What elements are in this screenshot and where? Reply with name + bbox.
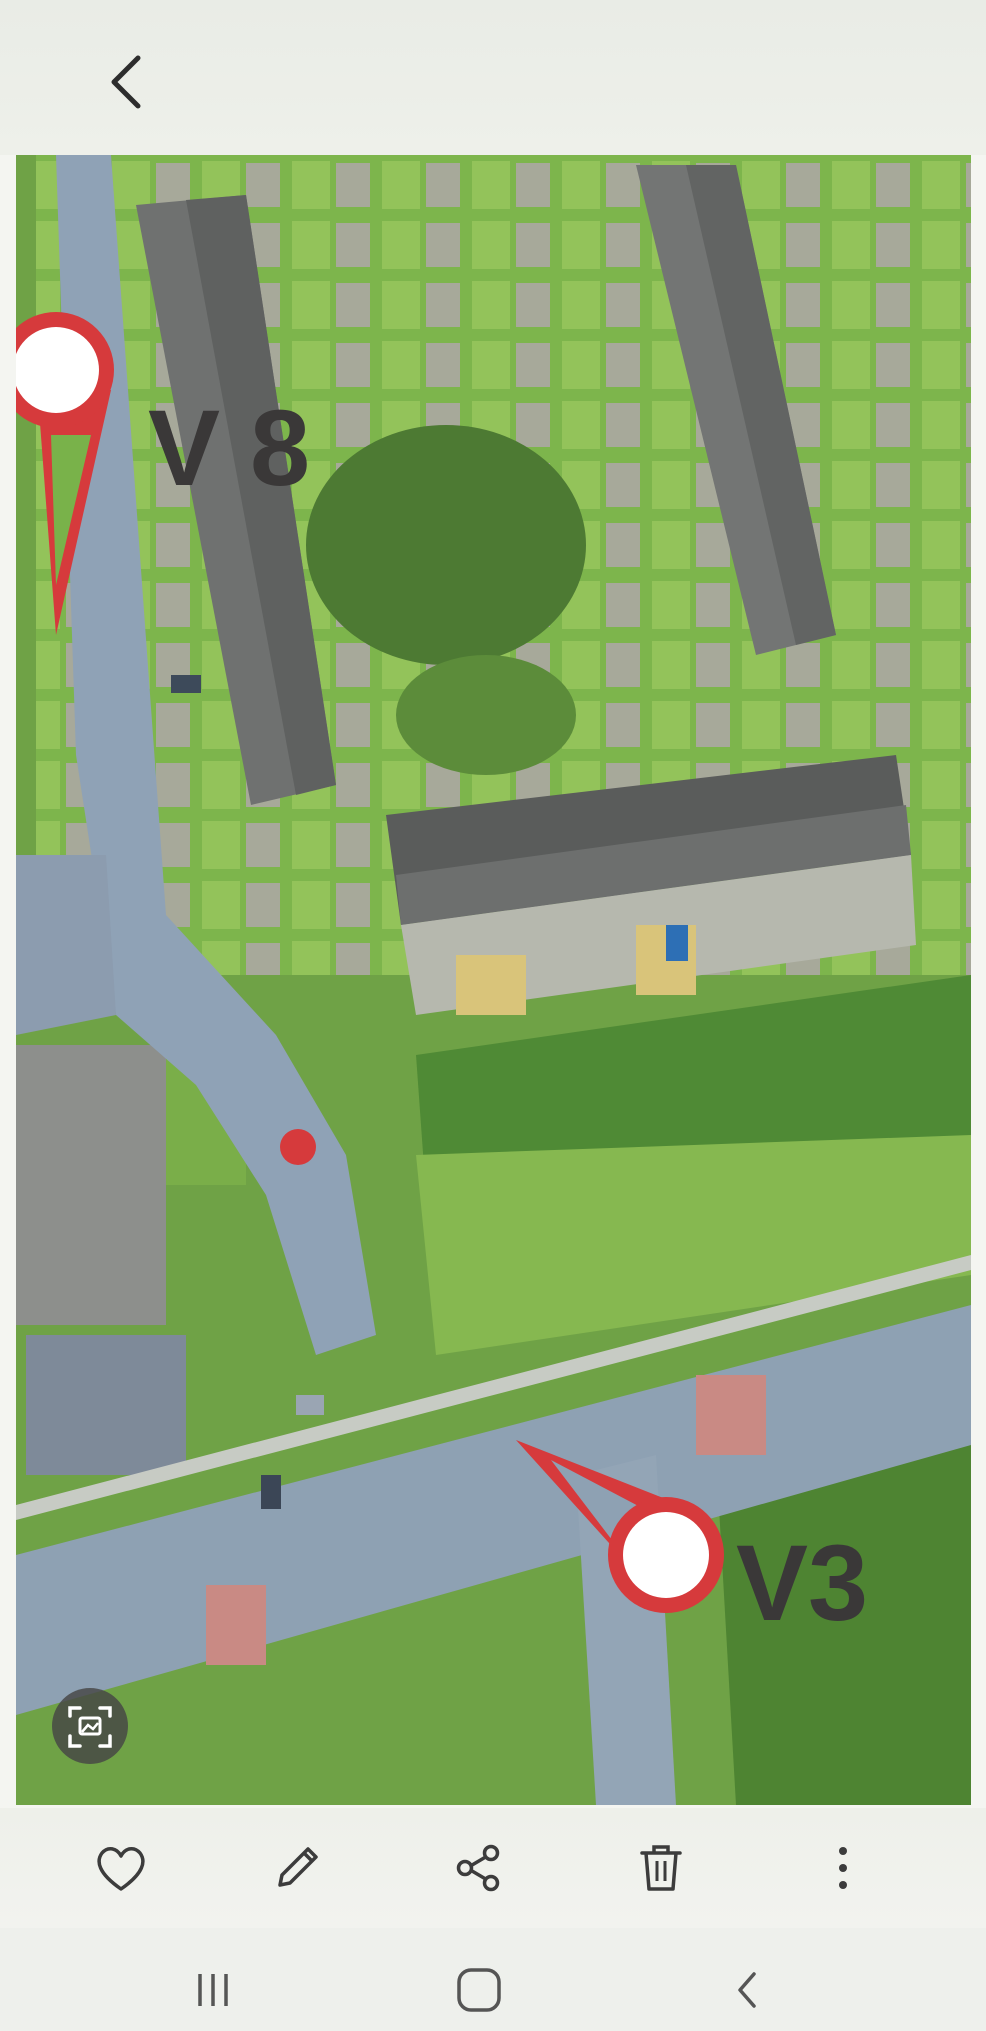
image-lens-button[interactable] (52, 1688, 128, 1764)
scan-image-icon (68, 1706, 112, 1748)
favorite-button[interactable] (86, 1833, 156, 1903)
car (261, 1475, 281, 1509)
back-icon (738, 1972, 756, 2008)
car (296, 1395, 324, 1415)
more-options-button[interactable] (808, 1833, 878, 1903)
home-button[interactable] (444, 1960, 514, 2020)
pencil-icon (278, 1847, 318, 1887)
marker-label-v3: V3 (736, 1522, 868, 1643)
road-left (56, 155, 376, 1355)
edit-button[interactable] (262, 1833, 332, 1903)
heart-icon (97, 1847, 145, 1891)
yellow-yard (456, 955, 526, 1015)
aerial-photo: V 8 V3 (16, 155, 971, 1805)
action-bar (0, 1808, 986, 1928)
car (171, 675, 201, 693)
woodland-bottom-right (716, 1405, 971, 1805)
recents-button[interactable] (178, 1960, 248, 2020)
tree-cluster (306, 425, 586, 665)
delete-button[interactable] (626, 1833, 696, 1903)
recents-icon (198, 1974, 228, 2006)
home-icon (457, 1968, 501, 2012)
share-button[interactable] (443, 1833, 513, 1903)
map-pin-v8 (16, 312, 114, 635)
car-park (16, 855, 116, 1035)
terrace-horizontal-front (396, 805, 911, 925)
back-button[interactable] (96, 42, 160, 122)
building-lower-left-2 (26, 1335, 186, 1475)
system-back-button[interactable] (712, 1960, 782, 2020)
tree-cluster-2 (396, 655, 576, 775)
more-vertical-icon (839, 1847, 847, 1889)
lawn-right (416, 1135, 971, 1355)
map-pin-v3 (516, 1440, 724, 1613)
system-nav-bar (0, 1928, 986, 2031)
pavement (16, 1255, 971, 1520)
top-bar (0, 0, 986, 155)
building-lower-left (16, 1045, 166, 1325)
bus-marking-left (206, 1585, 266, 1665)
marker-label-v8: V 8 (148, 387, 310, 508)
red-dot-marker (280, 1129, 316, 1165)
chevron-left-icon (111, 55, 141, 109)
share-icon (456, 1844, 500, 1892)
bus-marking-right (696, 1375, 766, 1455)
terrace-left-shade (186, 195, 336, 795)
car (666, 925, 688, 961)
terrace-right-shade (686, 165, 836, 645)
trash-icon (640, 1845, 682, 1891)
